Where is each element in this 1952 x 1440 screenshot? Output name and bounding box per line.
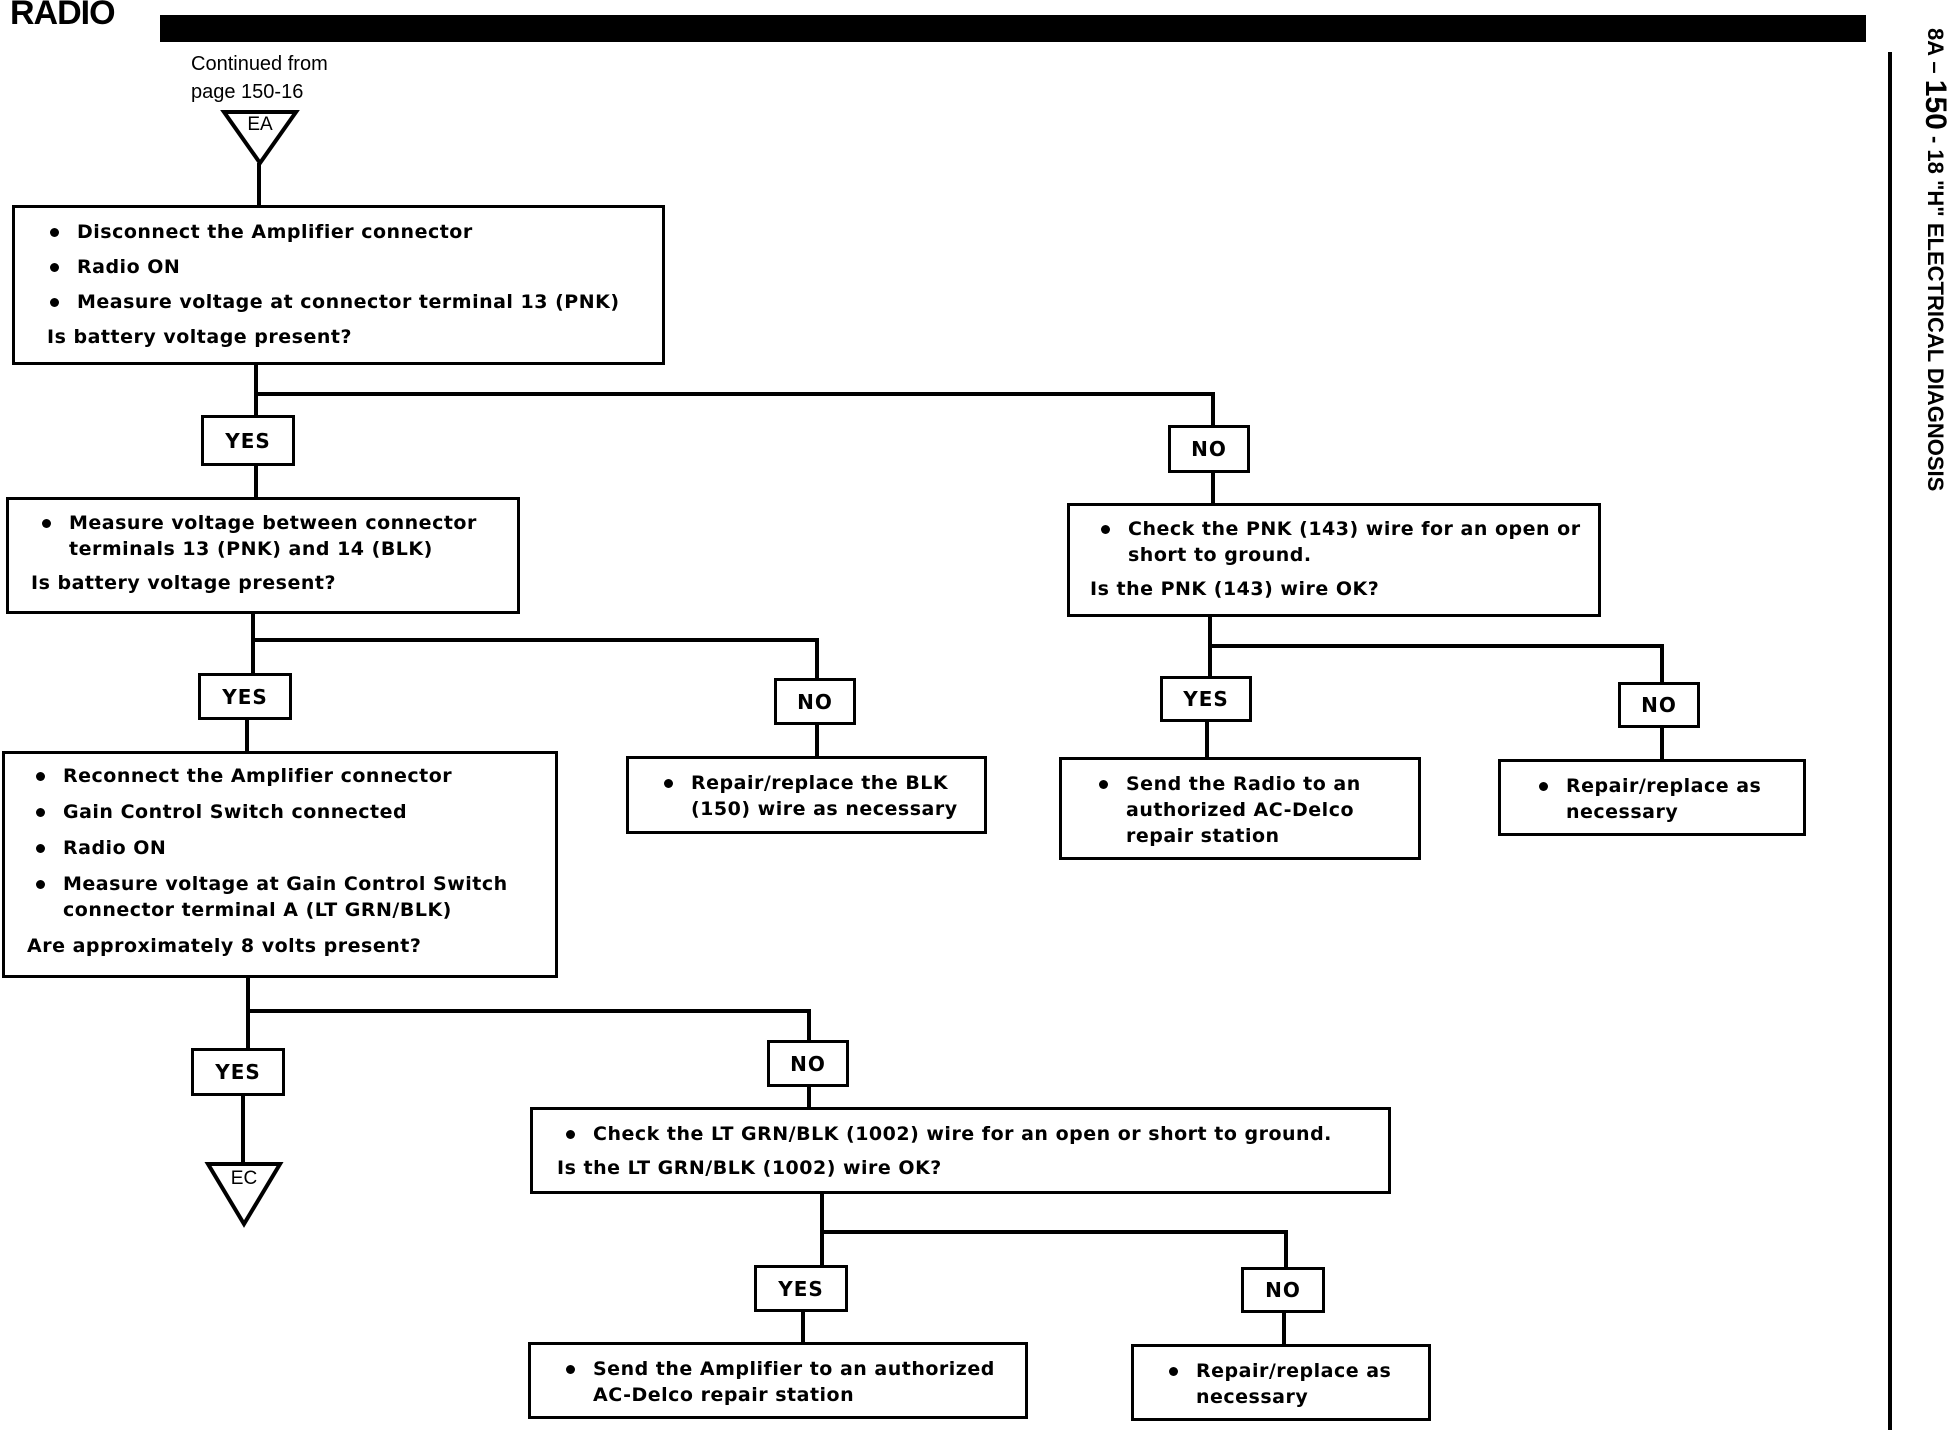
step-4-item: Reconnect the Amplifier connector bbox=[23, 763, 545, 789]
step-4-items: Reconnect the Amplifier connector Gain C… bbox=[23, 763, 545, 923]
step-1-item: Measure voltage at connector terminal 13… bbox=[37, 289, 652, 315]
title-bar bbox=[160, 15, 1866, 42]
step-box-check-lt-grn-blk-wire: Check the LT GRN/BLK (1002) wire for an … bbox=[530, 1107, 1391, 1194]
step-box-send-amplifier: Send the Amplifier to an authorized AC-D… bbox=[528, 1342, 1028, 1419]
step-2-item: Measure voltage between connector termin… bbox=[29, 510, 509, 562]
step-box-check-pnk-wire: Check the PNK (143) wire for an open or … bbox=[1067, 503, 1601, 617]
answer-no-label: NO bbox=[774, 678, 856, 725]
step-6-items: Send the Radio to an authorized AC-Delco… bbox=[1086, 771, 1410, 849]
connector-ea-triangle bbox=[220, 110, 300, 167]
step-9-item: Send the Amplifier to an authorized AC-D… bbox=[553, 1356, 1017, 1408]
step-7-item: Repair/replace as necessary bbox=[1526, 773, 1795, 825]
answer-yes-label: YES bbox=[1160, 676, 1252, 722]
step-6-item: Send the Radio to an authorized AC-Delco… bbox=[1086, 771, 1410, 849]
answer-no-label: NO bbox=[1168, 425, 1250, 473]
step-box-measure-terminals: Measure voltage between connector termin… bbox=[6, 497, 520, 614]
step-2-items: Measure voltage between connector termin… bbox=[29, 510, 509, 562]
step-10-items: Repair/replace as necessary bbox=[1156, 1358, 1420, 1410]
connector-ec-triangle bbox=[204, 1162, 284, 1228]
step-box-repair-blk-wire: Repair/replace the BLK (150) wire as nec… bbox=[626, 756, 987, 834]
side-label-suffix: - 18 "H" ELECTRICAL DIAGNOSIS bbox=[1923, 129, 1948, 492]
answer-yes-label: YES bbox=[191, 1048, 285, 1096]
step-1-item: Disconnect the Amplifier connector bbox=[37, 219, 652, 245]
step-box-repair-as-necessary: Repair/replace as necessary bbox=[1498, 759, 1806, 836]
step-2-question: Is battery voltage present? bbox=[31, 572, 336, 594]
step-1-item: Radio ON bbox=[37, 254, 652, 280]
answer-no-label: NO bbox=[1241, 1267, 1325, 1313]
connector-ea-label: EA bbox=[247, 114, 273, 135]
step-5-item: Repair/replace the BLK (150) wire as nec… bbox=[651, 770, 976, 822]
step-8-items: Check the LT GRN/BLK (1002) wire for an … bbox=[553, 1121, 1378, 1147]
step-9-items: Send the Amplifier to an authorized AC-D… bbox=[553, 1356, 1017, 1408]
side-label-page: 150 bbox=[1919, 79, 1952, 130]
step-3-item: Check the PNK (143) wire for an open or … bbox=[1088, 516, 1584, 568]
right-margin-rule bbox=[1888, 52, 1892, 1430]
step-1-items: Disconnect the Amplifier connector Radio… bbox=[37, 219, 652, 315]
step-box-repair-as-necessary: Repair/replace as necessary bbox=[1131, 1344, 1431, 1421]
step-4-item: Measure voltage at Gain Control Switch c… bbox=[23, 871, 545, 923]
step-4-item: Radio ON bbox=[23, 835, 545, 861]
connector-ec-label: EC bbox=[230, 1168, 258, 1189]
step-4-question: Are approximately 8 volts present? bbox=[27, 935, 422, 957]
side-label-prefix: 8A – bbox=[1923, 28, 1948, 80]
step-3-items: Check the PNK (143) wire for an open or … bbox=[1088, 516, 1584, 568]
continued-from-note: Continued from page 150-16 bbox=[191, 50, 391, 106]
step-4-item: Gain Control Switch connected bbox=[23, 799, 545, 825]
step-5-items: Repair/replace the BLK (150) wire as nec… bbox=[651, 770, 976, 822]
answer-yes-label: YES bbox=[201, 415, 295, 466]
step-box-disconnect-amplifier: Disconnect the Amplifier connector Radio… bbox=[12, 205, 665, 365]
step-8-item: Check the LT GRN/BLK (1002) wire for an … bbox=[553, 1121, 1378, 1147]
step-box-send-radio: Send the Radio to an authorized AC-Delco… bbox=[1059, 757, 1421, 860]
continued-line-2: page 150-16 bbox=[191, 81, 304, 103]
answer-yes-label: YES bbox=[198, 673, 292, 720]
page-title: RADIO bbox=[10, 0, 116, 32]
step-1-question: Is battery voltage present? bbox=[47, 326, 352, 348]
continued-line-1: Continued from bbox=[191, 53, 328, 75]
step-7-items: Repair/replace as necessary bbox=[1526, 773, 1795, 825]
answer-yes-label: YES bbox=[754, 1265, 848, 1312]
step-3-question: Is the PNK (143) wire OK? bbox=[1090, 578, 1380, 600]
page-side-label: 8A – 150 - 18 "H" ELECTRICAL DIAGNOSIS bbox=[1918, 28, 1952, 491]
step-10-item: Repair/replace as necessary bbox=[1156, 1358, 1420, 1410]
answer-no-label: NO bbox=[767, 1040, 849, 1087]
step-8-question: Is the LT GRN/BLK (1002) wire OK? bbox=[557, 1157, 942, 1179]
answer-no-label: NO bbox=[1618, 682, 1700, 728]
step-box-reconnect-amplifier: Reconnect the Amplifier connector Gain C… bbox=[2, 751, 558, 978]
